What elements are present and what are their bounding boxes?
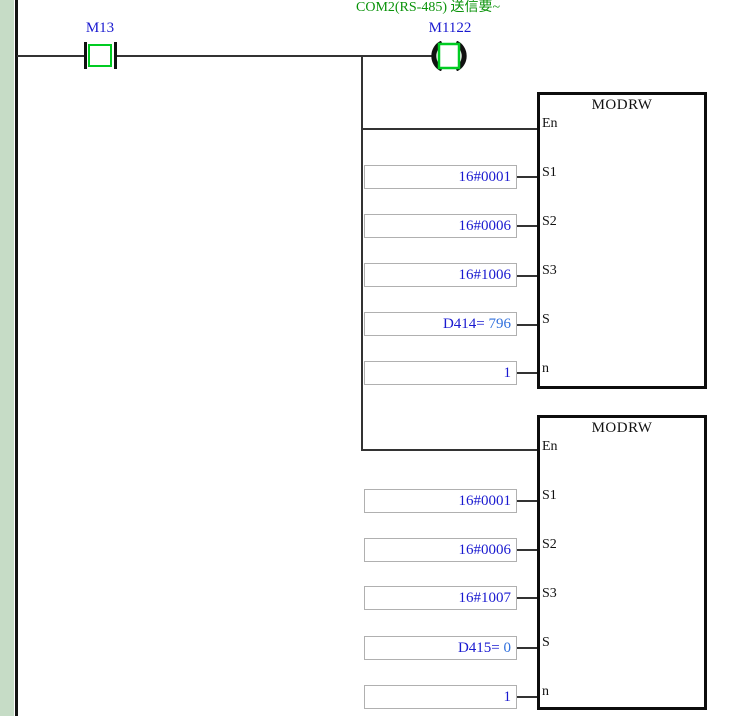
operand-value: 16#0001 xyxy=(458,169,512,185)
operand-box-s3[interactable]: 16#1006 xyxy=(364,263,517,287)
operand-box-s[interactable]: D414= 796 xyxy=(364,312,517,336)
operand-box-n[interactable]: 1 xyxy=(364,685,517,709)
operand-box-s[interactable]: D415= 0 xyxy=(364,636,517,660)
operand-value: 16#0006 xyxy=(458,542,512,558)
pin-label-s1: S1 xyxy=(542,165,557,180)
operand-connector-wire xyxy=(517,372,537,374)
rung-wire-segment xyxy=(17,55,85,57)
operand-monitor-value: 0 xyxy=(499,640,512,656)
operand-value: D415= xyxy=(457,640,500,656)
pin-label-s3: S3 xyxy=(542,263,557,278)
pin-label-en: En xyxy=(542,439,558,454)
pin-label-s2: S2 xyxy=(542,537,557,552)
operand-connector-wire xyxy=(517,647,537,649)
function-block-modrw-2[interactable]: MODRW En S1 S2 S3 S n xyxy=(537,415,707,710)
operand-connector-wire xyxy=(517,500,537,502)
operand-connector-wire xyxy=(517,324,537,326)
operand-box-s1[interactable]: 16#0001 xyxy=(364,489,517,513)
operand-value: 16#1006 xyxy=(458,267,512,283)
operand-value: 16#0001 xyxy=(458,493,512,509)
operand-value: 16#1007 xyxy=(458,590,512,606)
operand-monitor-value: 796 xyxy=(484,316,512,332)
operand-value: D414= xyxy=(442,316,485,332)
operand-connector-wire xyxy=(517,176,537,178)
operand-connector-wire xyxy=(517,549,537,551)
rung-wire-segment xyxy=(117,55,434,57)
operand-connector-wire xyxy=(517,696,537,698)
function-block-title: MODRW xyxy=(591,420,653,436)
contact-label: M13 xyxy=(85,20,115,36)
operand-value: 1 xyxy=(503,689,512,705)
branch-wire-vertical xyxy=(361,55,363,451)
operand-box-s3[interactable]: 16#1007 xyxy=(364,586,517,610)
function-block-title: MODRW xyxy=(591,97,653,113)
pin-label-s: S xyxy=(542,312,550,327)
contact-bar-left xyxy=(84,42,87,69)
function-block-modrw-1[interactable]: MODRW En S1 S2 S3 S n xyxy=(537,92,707,389)
operand-value: 16#0006 xyxy=(458,218,512,234)
pin-label-s2: S2 xyxy=(542,214,557,229)
pin-label-n: n xyxy=(542,684,549,699)
operand-box-s2[interactable]: 16#0006 xyxy=(364,538,517,562)
rung-comment: COM2(RS-485) 送信要~ xyxy=(356,0,501,15)
left-margin-strip xyxy=(0,0,14,716)
operand-connector-wire xyxy=(517,275,537,277)
operand-value: 1 xyxy=(503,365,512,381)
contact-state-box xyxy=(88,44,112,67)
operand-box-s1[interactable]: 16#0001 xyxy=(364,165,517,189)
operand-box-n[interactable]: 1 xyxy=(364,361,517,385)
en-wire-block1 xyxy=(362,128,537,130)
pin-label-s: S xyxy=(542,635,550,650)
coil-label: M1122 xyxy=(428,20,472,36)
contact-m13[interactable] xyxy=(84,42,117,69)
en-wire-block2 xyxy=(362,449,537,451)
pin-label-en: En xyxy=(542,116,558,131)
operand-connector-wire xyxy=(517,597,537,599)
operand-box-s2[interactable]: 16#0006 xyxy=(364,214,517,238)
operand-connector-wire xyxy=(517,225,537,227)
pin-label-s1: S1 xyxy=(542,488,557,503)
left-power-rail xyxy=(15,0,18,716)
coil-m1122[interactable] xyxy=(431,40,467,72)
pin-label-s3: S3 xyxy=(542,586,557,601)
contact-bar-right xyxy=(114,42,117,69)
coil-icon xyxy=(431,40,467,72)
pin-label-n: n xyxy=(542,361,549,376)
